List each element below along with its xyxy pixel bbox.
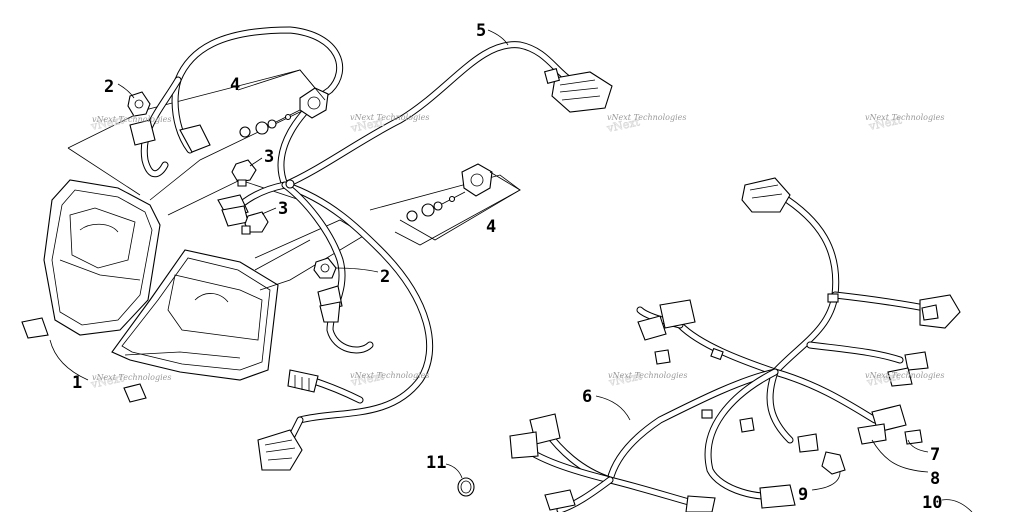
leader-4-lower xyxy=(399,171,521,241)
bulb-socket-upper xyxy=(127,91,151,117)
chassis-harness xyxy=(516,191,939,512)
bulb-socket-lower xyxy=(313,257,337,279)
chassis-connectors xyxy=(509,177,961,512)
headlight-adjuster-upper xyxy=(239,87,329,138)
callout-6: 6 xyxy=(582,387,592,407)
callout-8: 8 xyxy=(930,469,940,489)
watermark-8: vNext Technologies xyxy=(92,373,171,382)
bulb-upper xyxy=(231,159,257,187)
callout-9: 9 xyxy=(798,485,808,505)
callout-7: 7 xyxy=(930,445,940,465)
watermark-1: vNext Technologies xyxy=(92,115,171,124)
watermark-5: vNext Technologies xyxy=(350,371,429,380)
callout-4-upper: 4 xyxy=(230,75,240,95)
callout-1: 1 xyxy=(72,373,82,393)
callout-3-upper: 3 xyxy=(264,147,274,167)
callout-11: 11 xyxy=(426,453,446,473)
headlight-right xyxy=(111,249,279,403)
callout-3-lower: 3 xyxy=(278,199,288,219)
watermark-7: vNext Technologies xyxy=(865,371,944,380)
callout-2-upper: 2 xyxy=(104,77,114,97)
watermark-4: vNext Technologies xyxy=(865,113,944,122)
callout-10: 10 xyxy=(922,493,942,512)
callout-5: 5 xyxy=(476,21,486,41)
callout-4-lower: 4 xyxy=(486,217,496,237)
wire-clip-ring xyxy=(457,477,475,497)
bulb-lower xyxy=(241,211,269,235)
callout-2-lower: 2 xyxy=(380,267,390,287)
watermark-2: vNext Technologies xyxy=(350,113,429,122)
watermark-6: vNext Technologies xyxy=(608,371,687,380)
headlight-left xyxy=(21,179,161,339)
callout-numbers: 1 2 2 3 3 4 4 5 6 7 8 9 10 11 xyxy=(72,21,942,512)
leader-lines xyxy=(49,29,973,512)
headlight-adjuster-lower xyxy=(406,163,493,222)
leader-4-upper xyxy=(237,69,326,101)
harness-connectors xyxy=(129,67,613,471)
watermark-3: vNext Technologies xyxy=(607,113,686,122)
